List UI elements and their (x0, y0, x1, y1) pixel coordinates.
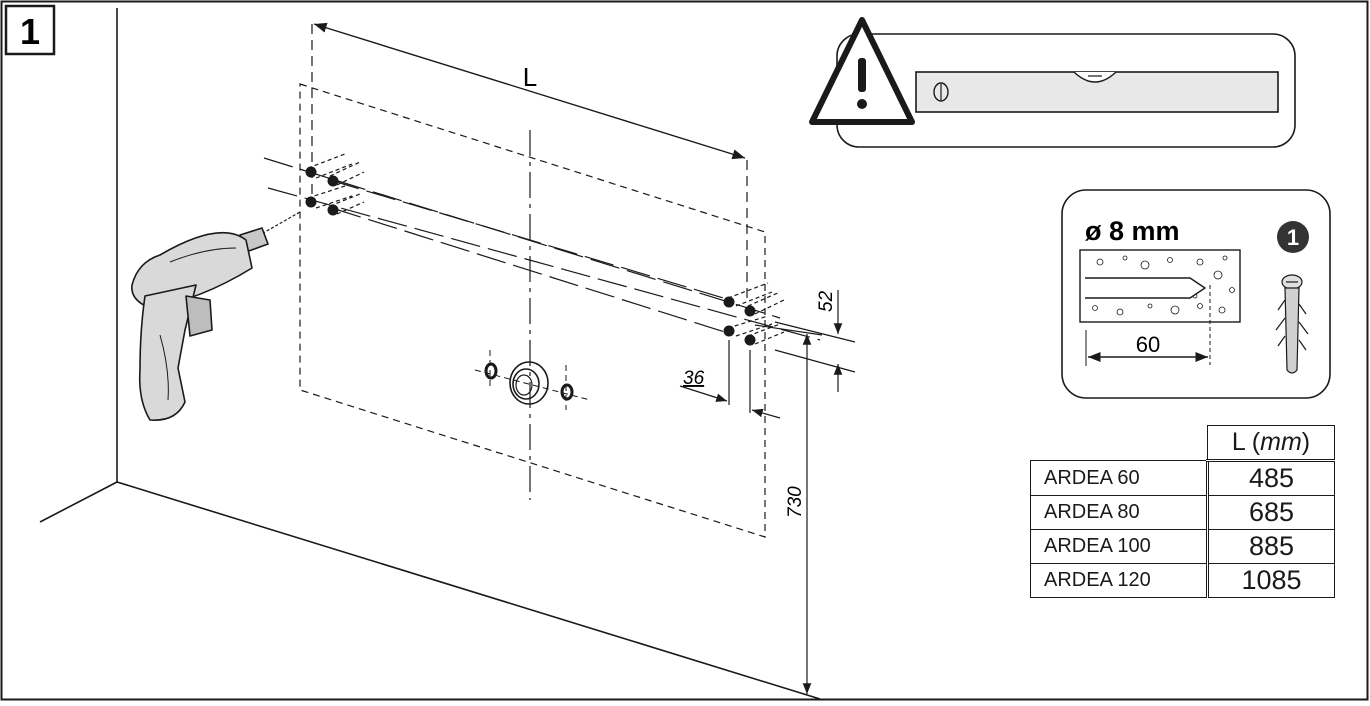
drill-hole-marker (744, 334, 756, 346)
drill-hole-marker (305, 196, 317, 208)
table-length-cell: 885 (1207, 529, 1335, 564)
table-length-cell: 1085 (1207, 563, 1335, 598)
drill-hole-marker (327, 175, 339, 187)
dimension-height-label: 730 (785, 486, 806, 518)
dimension-length: L (313, 22, 746, 160)
table-model-cell: ARDEA 60 (1030, 460, 1209, 496)
table-header-length: L (mm) (1207, 425, 1335, 462)
dimension-horizontal-offset (679, 340, 781, 419)
table-row: ARDEA 120 1085 (1030, 563, 1335, 598)
drill-hole-marker (744, 305, 756, 317)
drilling-info-panel: ø 8 mm 60 1 (1061, 189, 1331, 399)
drill-hole-marker (305, 166, 317, 178)
drill-depth-label: 60 (1136, 332, 1160, 357)
dimension-vertical-spacing-label: 52 (816, 290, 837, 312)
dimension-vertical-spacing (774, 290, 856, 392)
anchor-badge-number: 1 (1287, 225, 1299, 250)
spirit-level-icon (915, 71, 1279, 113)
warning-icon (809, 17, 915, 125)
step-number: 1 (20, 11, 40, 52)
wall-plug-icon (1275, 274, 1309, 374)
right-holes (723, 282, 785, 346)
table-model-cell: ARDEA 100 (1030, 529, 1209, 564)
step-number-box: 1 (4, 4, 56, 56)
warning-panel (809, 17, 1296, 148)
drill-icon (131, 211, 301, 421)
table-length-cell: 485 (1207, 460, 1335, 496)
table-row: ARDEA 100 885 (1030, 529, 1335, 564)
table-length-cell: 685 (1207, 495, 1335, 530)
dimension-horizontal-offset-label: 36 (683, 368, 705, 389)
drill-hole-marker (723, 325, 735, 337)
dimension-height (754, 324, 823, 694)
table-model-cell: ARDEA 120 (1030, 563, 1209, 598)
pipe-outlet (474, 350, 591, 410)
table-row: ARDEA 60 485 (1030, 460, 1335, 496)
drill-hole-marker (327, 204, 339, 216)
drill-diameter-label: ø 8 mm (1085, 216, 1180, 246)
wall-corner (39, 8, 821, 700)
left-holes (305, 153, 365, 216)
mounting-template (263, 24, 821, 538)
table-header-row: L (mm) (1031, 425, 1335, 462)
model-length-table: L (mm) ARDEA 60 485 ARDEA 80 685 ARDEA 1… (1030, 425, 1335, 598)
concrete-section-icon (1079, 249, 1241, 365)
table-row: ARDEA 80 685 (1030, 495, 1335, 530)
table-model-cell: ARDEA 80 (1030, 495, 1209, 530)
dimension-length-label: L (523, 62, 537, 92)
drill-hole-marker (723, 296, 735, 308)
anchor-badge: 1 (1277, 221, 1309, 253)
